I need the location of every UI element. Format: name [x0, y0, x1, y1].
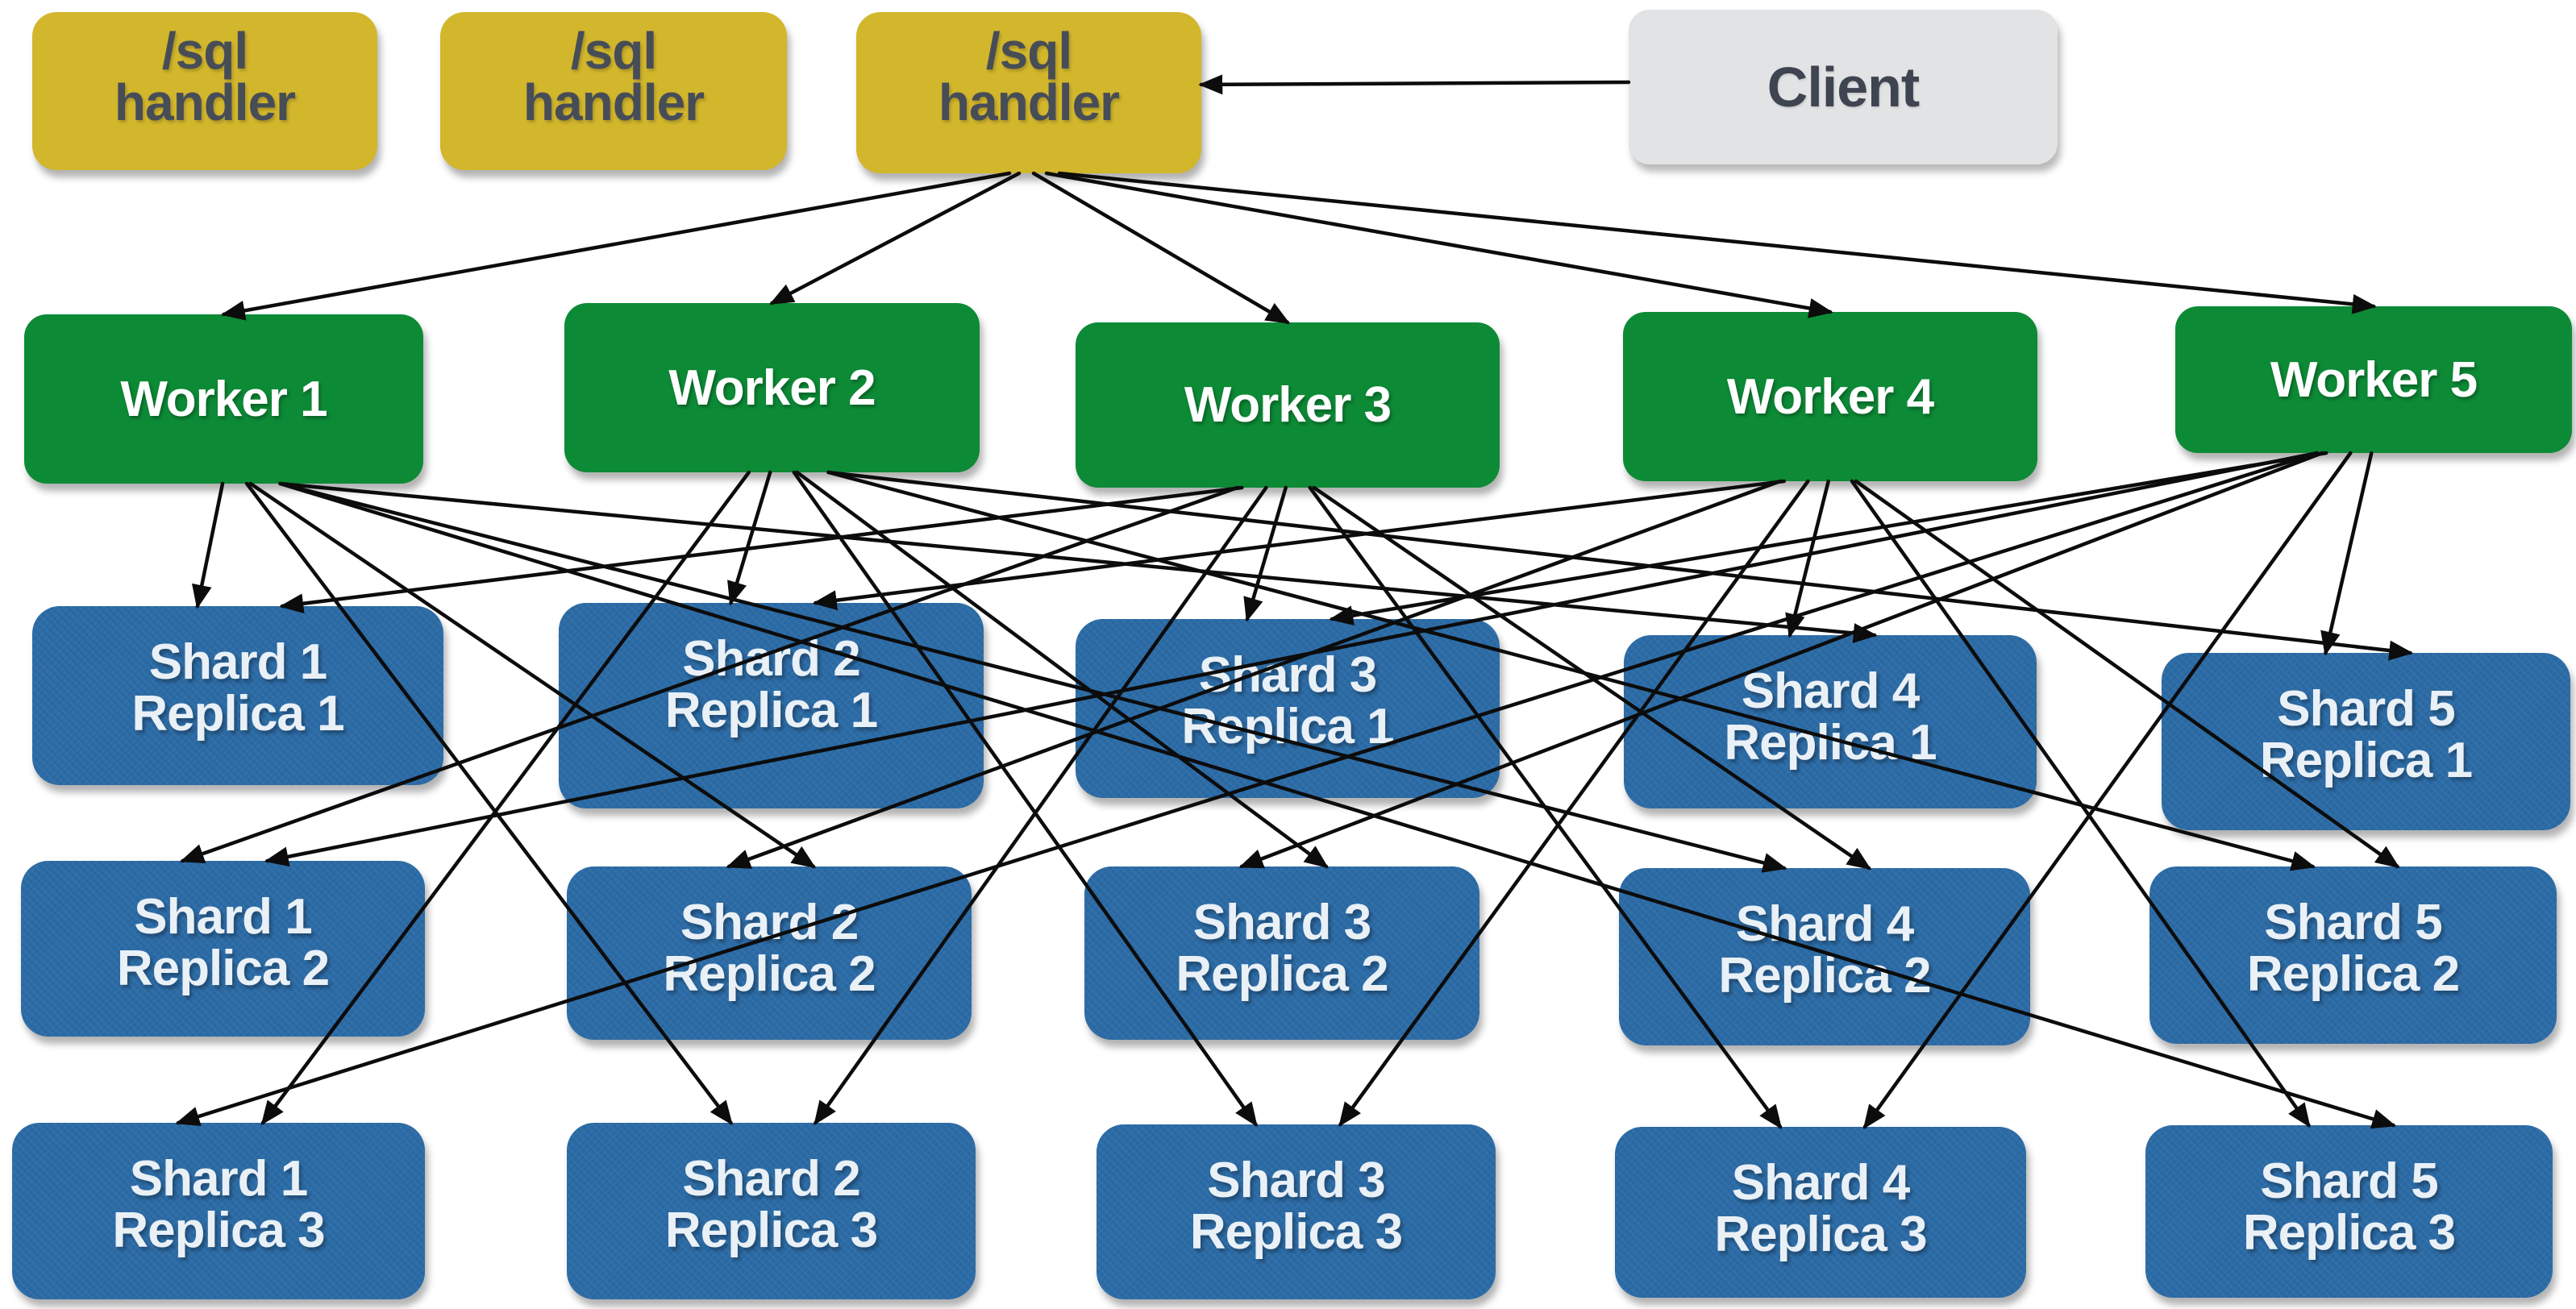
- shard-2-replica-2-label: Shard 2 Replica 2: [663, 895, 876, 1003]
- shard-5-replica-3-label: Shard 5 Replica 3: [2242, 1153, 2456, 1261]
- shard-3-replica-2-box: Shard 3 Replica 2: [1084, 866, 1479, 1040]
- sql-handler-1-label: /sql handler: [114, 22, 296, 131]
- shard-2-replica-1-box: Shard 2 Replica 1: [559, 603, 984, 808]
- worker-3-box: Worker 3: [1076, 322, 1500, 488]
- shard-4-replica-2-label: Shard 4 Replica 2: [1718, 896, 1931, 1004]
- worker-2-label: Worker 2: [668, 359, 876, 416]
- client-label: Client: [1767, 56, 1920, 118]
- shard-5-replica-2-label: Shard 5 Replica 2: [2246, 895, 2460, 1003]
- shard-4-replica-1-label: Shard 4 Replica 1: [1724, 663, 1937, 771]
- worker-5-box: Worker 5: [2175, 306, 2572, 453]
- shard-1-replica-1-label: Shard 1 Replica 1: [131, 634, 344, 742]
- edge-worker-3-to-shard-3-replica-1: [1243, 485, 1288, 622]
- edge-sql-handler-3-to-worker-3: [1031, 171, 1291, 325]
- edge-worker-2-to-shard-5-replica-2: [826, 470, 2316, 871]
- edge-worker-2-to-shard-2-replica-1: [727, 470, 772, 606]
- worker-4-box: Worker 4: [1623, 312, 2037, 481]
- shard-5-replica-1-box: Shard 5 Replica 1: [2162, 653, 2570, 830]
- worker-5-label: Worker 5: [2270, 351, 2478, 408]
- edge-sql-handler-3-to-worker-1: [220, 171, 1012, 321]
- edge-worker-3-to-shard-1-replica-1: [279, 485, 1244, 614]
- shard-3-replica-2-label: Shard 3 Replica 2: [1176, 895, 1388, 1003]
- sql-handler-2-box: /sql handler: [440, 12, 787, 170]
- shard-4-replica-1-box: Shard 4 Replica 1: [1624, 635, 2037, 808]
- sql-handler-1-box: /sql handler: [32, 12, 377, 170]
- edge-worker-1-to-shard-4-replica-2: [278, 481, 1787, 873]
- shard-2-replica-2-box: Shard 2 Replica 2: [567, 866, 972, 1040]
- shard-2-replica-3-box: Shard 2 Replica 3: [567, 1123, 976, 1299]
- edge-worker-4-to-shard-4-replica-1: [1785, 479, 1830, 638]
- edge-sql-handler-3-to-worker-4: [1044, 171, 1833, 318]
- shard-1-replica-3-box: Shard 1 Replica 3: [12, 1123, 425, 1299]
- edge-sql-handler-3-to-worker-2: [769, 171, 1022, 305]
- worker-4-label: Worker 4: [1726, 368, 1934, 425]
- shard-2-replica-3-label: Shard 2 Replica 3: [664, 1151, 878, 1259]
- shard-1-replica-2-label: Shard 1 Replica 2: [116, 889, 330, 997]
- shard-5-replica-1-label: Shard 5 Replica 1: [2259, 681, 2473, 789]
- shard-4-replica-3-label: Shard 4 Replica 3: [1714, 1155, 1927, 1263]
- worker-3-label: Worker 3: [1184, 377, 1392, 433]
- sql-handler-2-label: /sql handler: [522, 22, 705, 131]
- client-box: Client: [1629, 10, 2058, 164]
- shard-3-replica-1-label: Shard 3 Replica 1: [1181, 647, 1394, 755]
- sql-handler-3-box: /sql handler: [856, 12, 1201, 173]
- shard-1-replica-1-box: Shard 1 Replica 1: [32, 606, 443, 785]
- edge-worker-5-to-shard-5-replica-1: [2320, 451, 2374, 656]
- shard-5-replica-2-box: Shard 5 Replica 2: [2149, 866, 2557, 1044]
- shard-4-replica-3-box: Shard 4 Replica 3: [1615, 1127, 2026, 1298]
- shard-1-replica-2-box: Shard 1 Replica 2: [21, 861, 425, 1037]
- shard-3-replica-3-box: Shard 3 Replica 3: [1097, 1124, 1496, 1299]
- edge-sql-handler-3-to-worker-5: [1057, 171, 2377, 314]
- shard-1-replica-3-label: Shard 1 Replica 3: [112, 1151, 325, 1259]
- sql-handler-3-label: /sql handler: [938, 22, 1120, 131]
- shard-3-replica-1-box: Shard 3 Replica 1: [1076, 619, 1500, 798]
- shard-5-replica-3-box: Shard 5 Replica 3: [2145, 1125, 2553, 1298]
- worker-1-label: Worker 1: [120, 371, 327, 427]
- edge-client-to-sql-handler-3: [1198, 74, 1631, 95]
- shard-2-replica-1-label: Shard 2 Replica 1: [664, 631, 878, 739]
- shard-4-replica-2-box: Shard 4 Replica 2: [1619, 868, 2030, 1045]
- edge-worker-1-to-shard-1-replica-1: [192, 481, 225, 609]
- edge-worker-2-to-shard-5-replica-1: [826, 470, 2414, 661]
- edge-worker-1-to-shard-4-replica-1: [278, 481, 1878, 643]
- edge-worker-4-to-shard-2-replica-1: [812, 479, 1787, 611]
- shard-3-replica-3-label: Shard 3 Replica 3: [1189, 1153, 1403, 1261]
- worker-2-box: Worker 2: [564, 303, 980, 472]
- worker-1-box: Worker 1: [24, 314, 423, 484]
